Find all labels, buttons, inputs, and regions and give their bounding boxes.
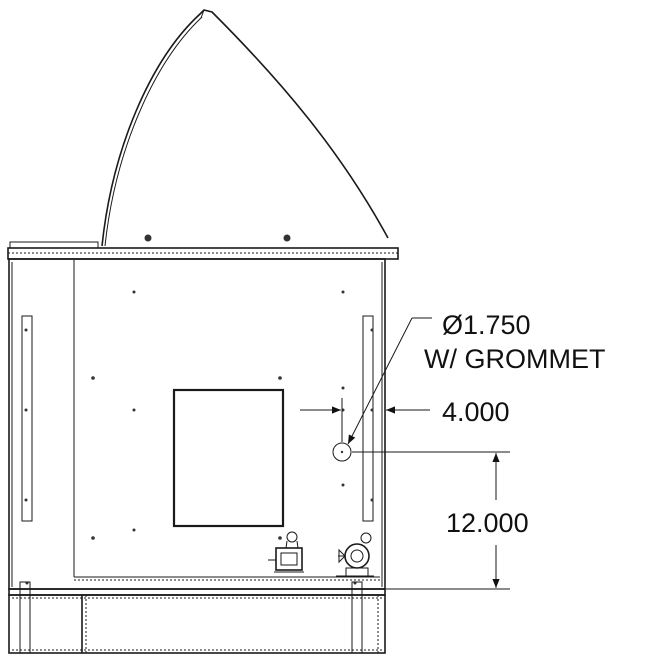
hood-fastener-left (144, 234, 152, 242)
side-fastener-dots (24, 328, 374, 585)
callout-grommet-text: W/ GROMMET (424, 344, 605, 374)
hood-fastener-right (283, 234, 291, 242)
callout-diameter-text: Ø1.750 (442, 310, 531, 340)
top-flange (7, 234, 399, 260)
grommet-callout: Ø1.750 W/ GROMMET (347, 310, 605, 445)
dimension-12000-text: 12.000 (446, 508, 529, 538)
hood-outline (101, 9, 389, 247)
access-window (172, 388, 285, 528)
side-rails (21, 315, 374, 522)
housing-body (8, 258, 386, 590)
dimension-4000-text: 4.000 (442, 397, 510, 427)
horizontal-dimension: 4.000 (300, 397, 510, 442)
pump-component-right (336, 532, 374, 577)
base-skid (8, 581, 386, 654)
vertical-dimension: 12.000 (352, 451, 529, 590)
grommet-hole (332, 442, 352, 462)
panel-dots (91, 290, 345, 540)
valve-component-left (268, 531, 304, 573)
